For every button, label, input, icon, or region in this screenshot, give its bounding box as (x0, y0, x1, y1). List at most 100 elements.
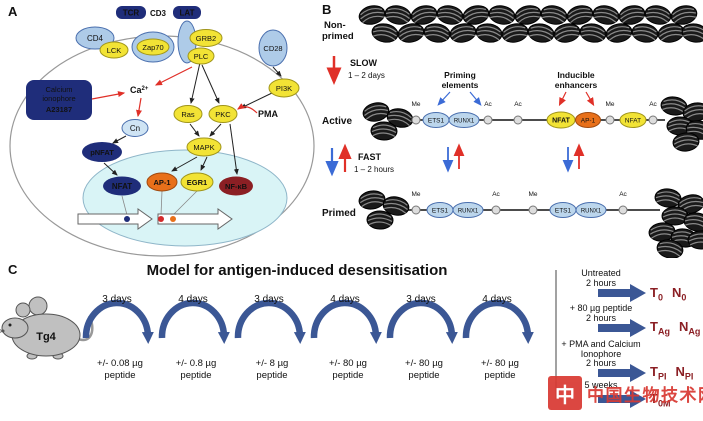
factor-nfat-active: NFAT (546, 111, 576, 129)
svg-text:Me: Me (411, 101, 420, 108)
outcome-arrows (598, 284, 646, 408)
svg-text:GRB2: GRB2 (196, 34, 216, 43)
svg-text:Calcium: Calcium (45, 85, 72, 94)
panel-c-title: Model for antigen-induced desensitisatio… (147, 262, 448, 279)
protein-ras: Ras (173, 105, 203, 123)
svg-text:Ionophore: Ionophore (581, 349, 622, 359)
svg-text:ETS1: ETS1 (428, 118, 445, 125)
tf-egr1: EGR1 (180, 172, 214, 192)
svg-text:+/- 0.8 µg: +/- 0.8 µg (176, 358, 217, 369)
active-left-coils (360, 99, 416, 142)
binding-site-red (158, 216, 164, 222)
svg-text:NF-κB: NF-κB (225, 182, 248, 191)
svg-text:3 days: 3 days (102, 294, 131, 305)
state-nonprimed-line2: primed (322, 31, 354, 42)
slow-label: SLOW (350, 58, 378, 68)
priming-elements-line1: Priming (444, 70, 476, 80)
factor-nfat2-active: NFAT (619, 112, 647, 128)
svg-text:peptide: peptide (484, 370, 515, 381)
cycle-durations: 3 days 4 days 3 days 4 days 3 days 4 day… (102, 294, 511, 305)
primed-right-coils (647, 187, 703, 258)
svg-text:Untreated: Untreated (581, 268, 621, 278)
svg-text:5 weeks: 5 weeks (584, 380, 618, 390)
tf-nfat: NFAT (103, 176, 141, 196)
svg-text:ionophore: ionophore (42, 94, 75, 103)
watermark-logo: 中 (548, 376, 582, 410)
protein-lck: LCK (99, 41, 129, 59)
primed-left-coils (357, 188, 412, 231)
primed-histone-marks: Me Ac Me Ac (411, 191, 628, 215)
pma-label: PMA (258, 109, 279, 119)
svg-text:CD4: CD4 (87, 34, 104, 43)
panel-c: C Model for antigen-induced desensitisat… (0, 262, 646, 408)
svg-text:AP-1: AP-1 (581, 118, 596, 125)
panel-a: A TCR CD3 (8, 4, 315, 257)
nonprimed-chromatin (356, 2, 703, 46)
svg-text:+/- 0.08 µg: +/- 0.08 µg (97, 358, 143, 369)
svg-text:Ras: Ras (181, 110, 195, 119)
svg-text:Me: Me (605, 101, 614, 108)
svg-text:peptide: peptide (104, 370, 135, 381)
svg-text:LAT: LAT (180, 9, 195, 18)
svg-text:ETS1: ETS1 (432, 208, 449, 215)
protein-cd4: CD4 (75, 26, 115, 50)
svg-text:Me: Me (411, 191, 420, 198)
svg-text:Me: Me (528, 191, 537, 198)
svg-text:Ac: Ac (619, 191, 627, 198)
svg-text:+ 80 µg peptide: + 80 µg peptide (570, 303, 633, 313)
mid-transition-arrows-2 (562, 143, 585, 173)
svg-text:PLC: PLC (194, 52, 209, 61)
svg-text:PI3K: PI3K (276, 84, 292, 93)
svg-text:MAPK: MAPK (193, 143, 214, 152)
svg-text:NFAT: NFAT (112, 182, 132, 191)
inducible-enhancers-line2: enhancers (555, 80, 598, 90)
panel-b-label: B (322, 2, 331, 17)
tf-nfkb: NF-κB (219, 176, 253, 196)
svg-text:peptide: peptide (256, 370, 287, 381)
cd3-label: CD3 (150, 9, 167, 18)
state-nonprimed-line1: Non- (324, 20, 346, 31)
svg-text:2 hours: 2 hours (586, 358, 617, 368)
watermark: 中 中国生物技术网 (548, 376, 703, 410)
gene-arrows (77, 208, 233, 230)
svg-text:peptide: peptide (408, 370, 439, 381)
treatment-labels: Untreated 2 hours + 80 µg peptide 2 hour… (561, 268, 640, 390)
panel-c-label: C (8, 262, 18, 277)
watermark-text: 中国生物技术网 (587, 385, 703, 405)
factor-ets1b-primed: ETS1 (549, 202, 577, 218)
calcium-ionophore-box: Calcium ionophore A23187 (26, 80, 92, 120)
svg-text:Zap70: Zap70 (142, 43, 163, 52)
panel-a-label: A (8, 4, 18, 19)
fast-time: 1 – 2 hours (354, 165, 394, 174)
svg-text:ETS1: ETS1 (555, 208, 572, 215)
svg-text:NFAT: NFAT (625, 118, 641, 125)
slow-time: 1 – 2 days (348, 71, 385, 80)
protein-grb2: GRB2 (189, 29, 223, 47)
svg-text:Ac: Ac (484, 101, 492, 108)
inducible-pointer-arrows (558, 91, 595, 107)
state-primed: Primed (322, 208, 356, 219)
svg-text:PKC: PKC (215, 110, 231, 119)
active-histone-marks: Me Ac Ac Me Ac (411, 101, 658, 125)
lat-tag: LAT (173, 6, 201, 19)
svg-text:TCR: TCR (123, 9, 140, 18)
factor-runx1-primed: RUNX1 (452, 202, 484, 218)
mid-transition-arrows-1 (442, 143, 465, 173)
svg-text:pNFAT: pNFAT (90, 148, 114, 157)
svg-text:+/- 80 µg: +/- 80 µg (329, 358, 367, 369)
svg-text:RUNX1: RUNX1 (454, 119, 475, 125)
svg-text:2 hours: 2 hours (586, 278, 617, 288)
binding-site-blue (124, 216, 130, 222)
fast-label: FAST (358, 152, 382, 162)
svg-text:AP-1: AP-1 (153, 178, 170, 187)
binding-site-orange (170, 216, 176, 222)
svg-text:Cn: Cn (130, 124, 140, 133)
svg-text:4 days: 4 days (330, 294, 359, 305)
svg-text:CD28: CD28 (263, 44, 282, 53)
svg-text:Ac: Ac (514, 101, 522, 108)
stimulus-arrows (91, 66, 258, 118)
svg-text:NFAT: NFAT (552, 118, 570, 125)
svg-text:4 days: 4 days (482, 294, 511, 305)
ca2-label: Ca2+ (130, 85, 149, 95)
